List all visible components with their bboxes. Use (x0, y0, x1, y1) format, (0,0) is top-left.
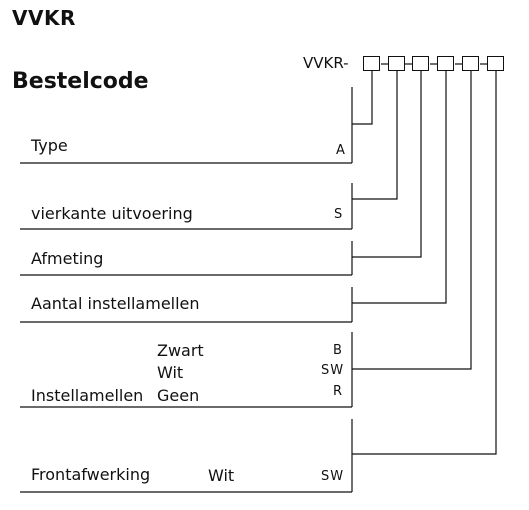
option-name-geen: Geen (157, 386, 200, 405)
option-code-wit: SW (321, 363, 345, 378)
row-code-vierkant: S (334, 207, 344, 222)
code-box-4 (437, 56, 454, 71)
connector-1 (352, 71, 373, 125)
connector-4 (352, 71, 447, 304)
connector-2 (352, 71, 398, 200)
row-label-type: Type (31, 136, 68, 155)
connector-6 (352, 71, 497, 455)
code-box-3 (412, 56, 429, 71)
row-label-front: Frontafwerking (31, 465, 151, 484)
code-box-6 (487, 56, 504, 71)
row-label-vierkant: vierkante uitvoering (31, 204, 193, 223)
option-code-geen: R (333, 384, 344, 399)
row-label-instellamellen: Instellamellen (31, 386, 144, 405)
section-subtitle: Bestelcode (12, 69, 149, 94)
connector-3 (352, 71, 422, 258)
row-label-afmeting: Afmeting (31, 249, 104, 268)
code-box-2 (388, 56, 405, 71)
row-code-front: SW (321, 469, 345, 484)
row-label-aantal: Aantal instellamellen (31, 294, 200, 313)
row-value-front: Wit (208, 466, 235, 485)
option-code-zwart: B (333, 343, 343, 358)
code-box-1 (363, 56, 380, 71)
page-title: VVKR (12, 6, 76, 30)
option-name-zwart: Zwart (157, 341, 204, 360)
connector-5 (352, 71, 472, 370)
row-code-type: A (336, 143, 346, 158)
option-name-wit: Wit (157, 363, 184, 382)
code-prefix: VVKR- (303, 54, 349, 72)
code-box-5 (462, 56, 479, 71)
